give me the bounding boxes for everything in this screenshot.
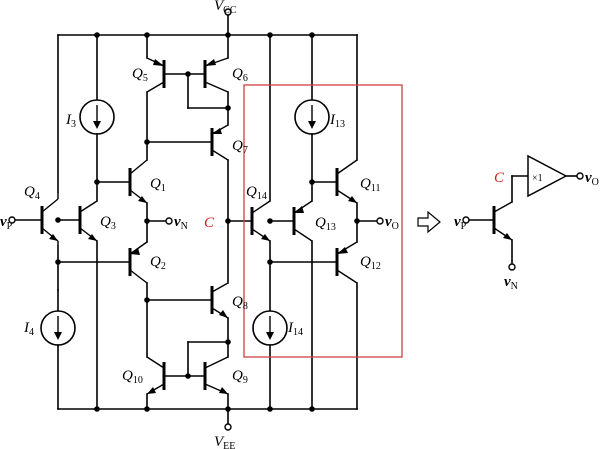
q9-label: Q9 bbox=[232, 368, 248, 386]
q12-label: Q12 bbox=[360, 254, 381, 272]
q12-transistor bbox=[335, 241, 358, 284]
eq-vp-terminal bbox=[462, 216, 470, 224]
i13-label: I13 bbox=[329, 112, 345, 130]
i14-label: I14 bbox=[287, 320, 303, 338]
node-c-label: C bbox=[204, 215, 215, 231]
q1-transistor bbox=[128, 159, 148, 204]
q3-label: Q3 bbox=[100, 214, 116, 232]
vp-terminal bbox=[8, 216, 16, 224]
vo-label: vO bbox=[385, 214, 399, 232]
junction-dots bbox=[55, 32, 360, 412]
q11-label: Q11 bbox=[360, 176, 380, 194]
q3-transistor bbox=[78, 200, 98, 242]
q5-label: Q5 bbox=[132, 66, 148, 84]
q9-transistor bbox=[203, 356, 229, 395]
q13-transistor bbox=[292, 200, 313, 242]
q14-label: Q14 bbox=[246, 184, 267, 202]
q13-label: Q13 bbox=[315, 215, 336, 233]
vcc-label: VCC bbox=[214, 0, 237, 16]
q2-label: Q2 bbox=[150, 254, 166, 272]
q4-transistor bbox=[40, 192, 59, 246]
q8-label: Q8 bbox=[232, 294, 248, 312]
i3-label: I3 bbox=[65, 112, 76, 130]
eq-vp-label: vP bbox=[454, 214, 467, 232]
i14-current-source bbox=[252, 310, 288, 346]
q10-transistor bbox=[146, 356, 166, 395]
vn-label: vN bbox=[174, 214, 188, 232]
eq-transistor bbox=[492, 201, 513, 241]
q6-transistor bbox=[203, 57, 229, 93]
output-stage-highlight-box bbox=[243, 84, 403, 358]
equivalence-arrow-icon bbox=[417, 210, 441, 234]
q7-transistor bbox=[210, 124, 229, 161]
unity-buffer-triangle bbox=[527, 154, 568, 198]
vp-label: vP bbox=[0, 214, 13, 232]
buffer-gain-label: ×1 bbox=[532, 173, 543, 184]
q8-transistor bbox=[210, 282, 229, 319]
q4-label: Q4 bbox=[24, 184, 40, 202]
vee-label: VEE bbox=[214, 434, 235, 449]
vcc-terminal bbox=[224, 8, 232, 16]
vn-terminal bbox=[165, 217, 173, 225]
vee-terminal bbox=[224, 423, 232, 431]
i4-label: I4 bbox=[23, 320, 34, 338]
q11-transistor bbox=[335, 159, 358, 204]
q7-label: Q7 bbox=[232, 138, 248, 156]
q10-label: Q10 bbox=[122, 368, 143, 386]
eq-node-c-label: C bbox=[494, 170, 505, 186]
i3-current-source bbox=[79, 99, 115, 135]
q2-transistor bbox=[128, 241, 148, 284]
q6-label: Q6 bbox=[232, 66, 248, 84]
q1-label: Q1 bbox=[150, 176, 166, 194]
i13-current-source bbox=[294, 99, 330, 135]
eq-vn-terminal bbox=[508, 263, 516, 271]
eq-vo-label: vO bbox=[585, 170, 599, 188]
eq-vn-label: vN bbox=[504, 274, 518, 292]
vo-terminal bbox=[376, 217, 384, 225]
q5-transistor bbox=[146, 57, 166, 93]
eq-vo-terminal bbox=[576, 172, 584, 180]
q14-transistor bbox=[250, 200, 271, 242]
i4-current-source bbox=[40, 289, 76, 347]
